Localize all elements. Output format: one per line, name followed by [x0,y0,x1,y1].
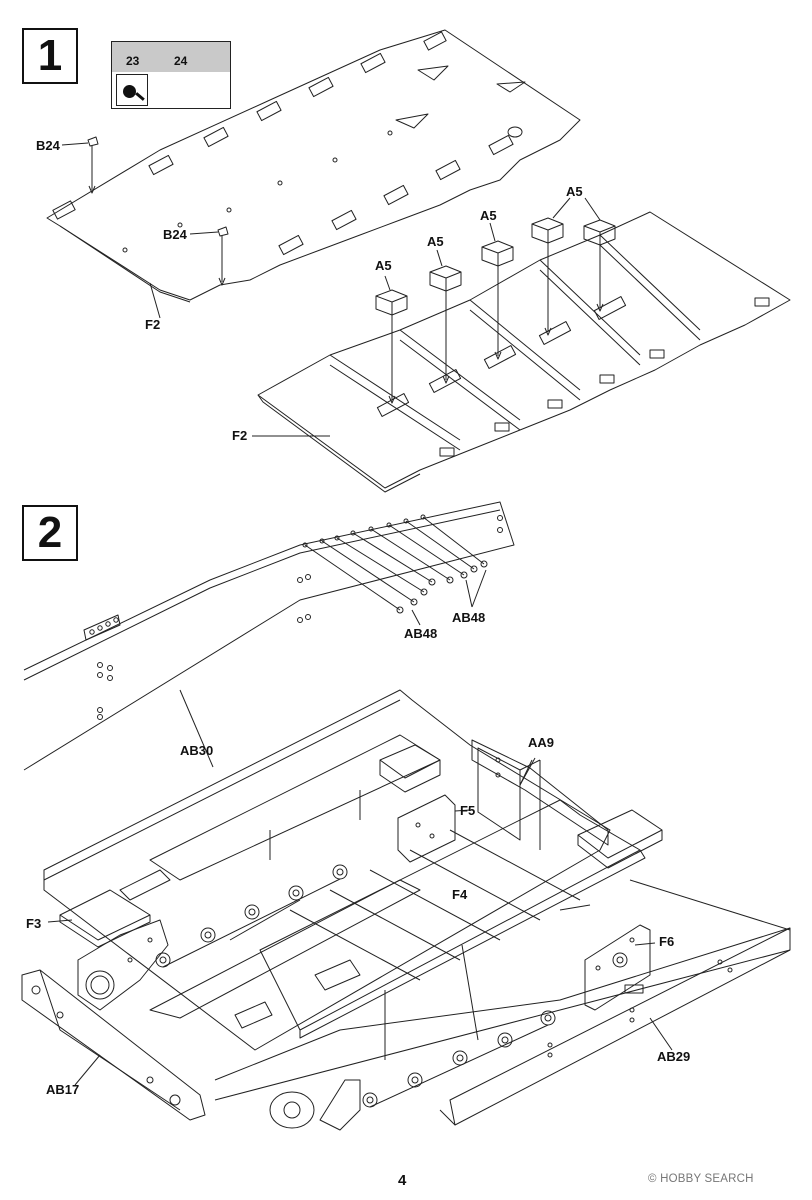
legend-box: 23 24 [111,41,231,109]
label-ab29: AB29 [657,1049,691,1064]
inner-hull-floor [43,689,663,1060]
side-plate-ab30 [23,501,515,771]
b24-parts [61,136,229,319]
side-plate-ab29 [439,879,791,1126]
watermark: © HOBBY SEARCH [648,1173,754,1185]
page-number: 4 [398,1172,407,1189]
ab48-studs [302,514,488,626]
label-f3: F3 [26,916,42,931]
floor-plate-f2-lower [252,211,791,493]
label-ab48-b: AB48 [452,610,486,625]
label-a5-3: A5 [480,208,497,223]
label-f6: F6 [659,934,675,949]
label-f2-upper: F2 [145,317,161,332]
floor-plate-f2-upper [46,29,581,303]
bracket-f5 [397,794,471,863]
legend-gray-band [112,42,230,72]
front-plate-ab17 [21,969,361,1131]
label-ab17: AB17 [46,1082,80,1097]
step-number-2: 2 [22,505,78,561]
glue-icon [116,74,148,106]
label-f4: F4 [452,887,468,902]
label-a5-1: A5 [375,258,392,273]
label-f2-lower: F2 [232,428,248,443]
label-a5-4: A5 [566,184,583,199]
label-aa9: AA9 [528,735,555,750]
a5-blocks [375,197,616,404]
label-ab48-a: AB48 [404,626,438,641]
watermark-text: HOBBY SEARCH [660,1173,754,1185]
bracket-f3 [47,919,169,1011]
label-f5: F5 [460,803,476,818]
label-ab30: AB30 [180,743,214,758]
copyright-icon: © [648,1173,657,1185]
label-b24-top: B24 [36,138,60,153]
legend-part-23: 23 [126,54,140,68]
label-b24-mid: B24 [163,227,187,242]
step-number-1: 1 [22,28,78,84]
track-guard [214,927,791,1101]
legend-part-24: 24 [174,54,188,68]
bracket-f6 [584,924,656,1011]
label-a5-2: A5 [427,234,444,249]
road-wheel-arms [155,864,556,1108]
